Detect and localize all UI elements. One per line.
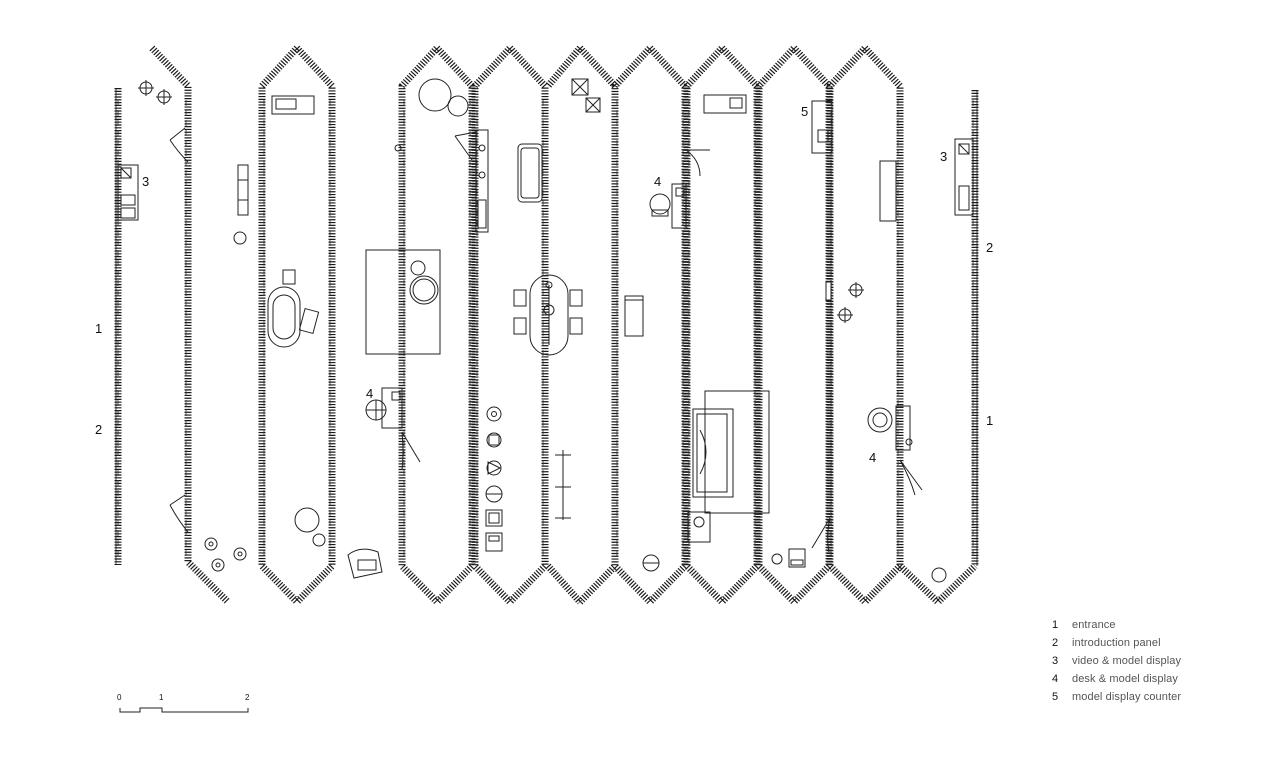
stool-icon — [931, 567, 947, 583]
desk-model-display — [867, 405, 913, 451]
legend-number: 5 — [1052, 691, 1059, 703]
door-swing — [899, 459, 923, 496]
legend-item: 4 desk & model display — [1052, 670, 1252, 688]
label-intro-panel: 2 — [95, 422, 102, 437]
pod-4 — [471, 44, 583, 606]
door-swing — [169, 494, 189, 533]
stool-icon — [687, 511, 711, 543]
label-counter: 5 — [801, 104, 808, 119]
legend-number: 2 — [1052, 637, 1059, 649]
bench-icon — [703, 94, 747, 114]
side-table-icon — [879, 160, 897, 222]
shelving-icon — [555, 450, 571, 520]
legend: 1 entrance 2 introduction panel 3 video … — [1052, 616, 1252, 706]
sofa-rug-icon — [692, 390, 770, 514]
legend-number: 1 — [1052, 619, 1059, 631]
stool-icon — [138, 80, 172, 105]
armchair-icon — [347, 548, 383, 579]
scale-tick-1: 1 — [159, 693, 164, 702]
label-desk-display: 4 — [654, 174, 661, 189]
label-video-display: 3 — [940, 149, 947, 164]
pod-2 — [233, 45, 383, 605]
legend-number: 3 — [1052, 655, 1059, 667]
label-video-display: 3 — [142, 174, 149, 189]
legend-label: model display counter — [1072, 691, 1182, 703]
label-desk-display: 4 — [366, 386, 373, 401]
legend-label: video & model display — [1072, 655, 1182, 667]
rug-icon — [365, 249, 441, 355]
stool-icon — [837, 282, 864, 323]
door-panel — [825, 281, 832, 301]
video-display-unit — [117, 164, 139, 221]
scale-tick-0: 0 — [117, 693, 122, 702]
pod-6: 4 5 — [649, 44, 808, 606]
side-table-icon — [624, 295, 644, 337]
door-swing — [811, 517, 831, 553]
label-desk-display: 4 — [869, 450, 876, 465]
desk-model-display — [365, 387, 403, 429]
pod-1: 3 1 2 — [95, 45, 247, 605]
bathtub-icon — [267, 269, 320, 348]
round-table-icon — [294, 507, 326, 547]
legend-item: 1 entrance — [1052, 616, 1252, 634]
legend-label: entrance — [1072, 619, 1116, 631]
stool-icon — [233, 231, 247, 245]
display-counter-unit — [811, 100, 833, 154]
dining-table-icon — [513, 274, 583, 356]
legend-label: introduction panel — [1072, 637, 1161, 649]
door-swing — [454, 131, 477, 161]
door-swing — [685, 149, 710, 177]
pod-3: 4 — [365, 44, 489, 606]
label-entrance: 1 — [986, 413, 993, 428]
legend-number: 4 — [1052, 673, 1059, 685]
daybed-icon — [517, 143, 543, 203]
crate-icon — [571, 78, 601, 113]
legend-item: 2 introduction panel — [1052, 634, 1252, 652]
door-swing — [401, 431, 421, 471]
legend-item: 3 video & model display — [1052, 652, 1252, 670]
scale-bar: 0 1 2 — [117, 693, 250, 713]
label-intro-panel: 2 — [986, 240, 993, 255]
label-entrance: 1 — [95, 321, 102, 336]
pod-7: 4 — [755, 44, 947, 606]
lamp-icon — [394, 144, 402, 152]
stool-icon — [204, 537, 247, 572]
stool-icons-column — [485, 406, 503, 552]
door-swing — [169, 127, 189, 163]
bench-icon — [271, 95, 315, 115]
stool-icon — [771, 548, 806, 568]
legend-item: 5 model display counter — [1052, 688, 1252, 706]
desk-model-display — [649, 183, 687, 229]
video-display-unit — [954, 138, 974, 216]
armchair-icon — [418, 78, 469, 117]
legend-label: desk & model display — [1072, 673, 1178, 685]
scale-tick-2: 2 — [245, 693, 250, 702]
pod-5 — [545, 44, 689, 606]
sofa-icon — [237, 164, 249, 216]
pod-8: 3 2 1 — [897, 90, 993, 606]
